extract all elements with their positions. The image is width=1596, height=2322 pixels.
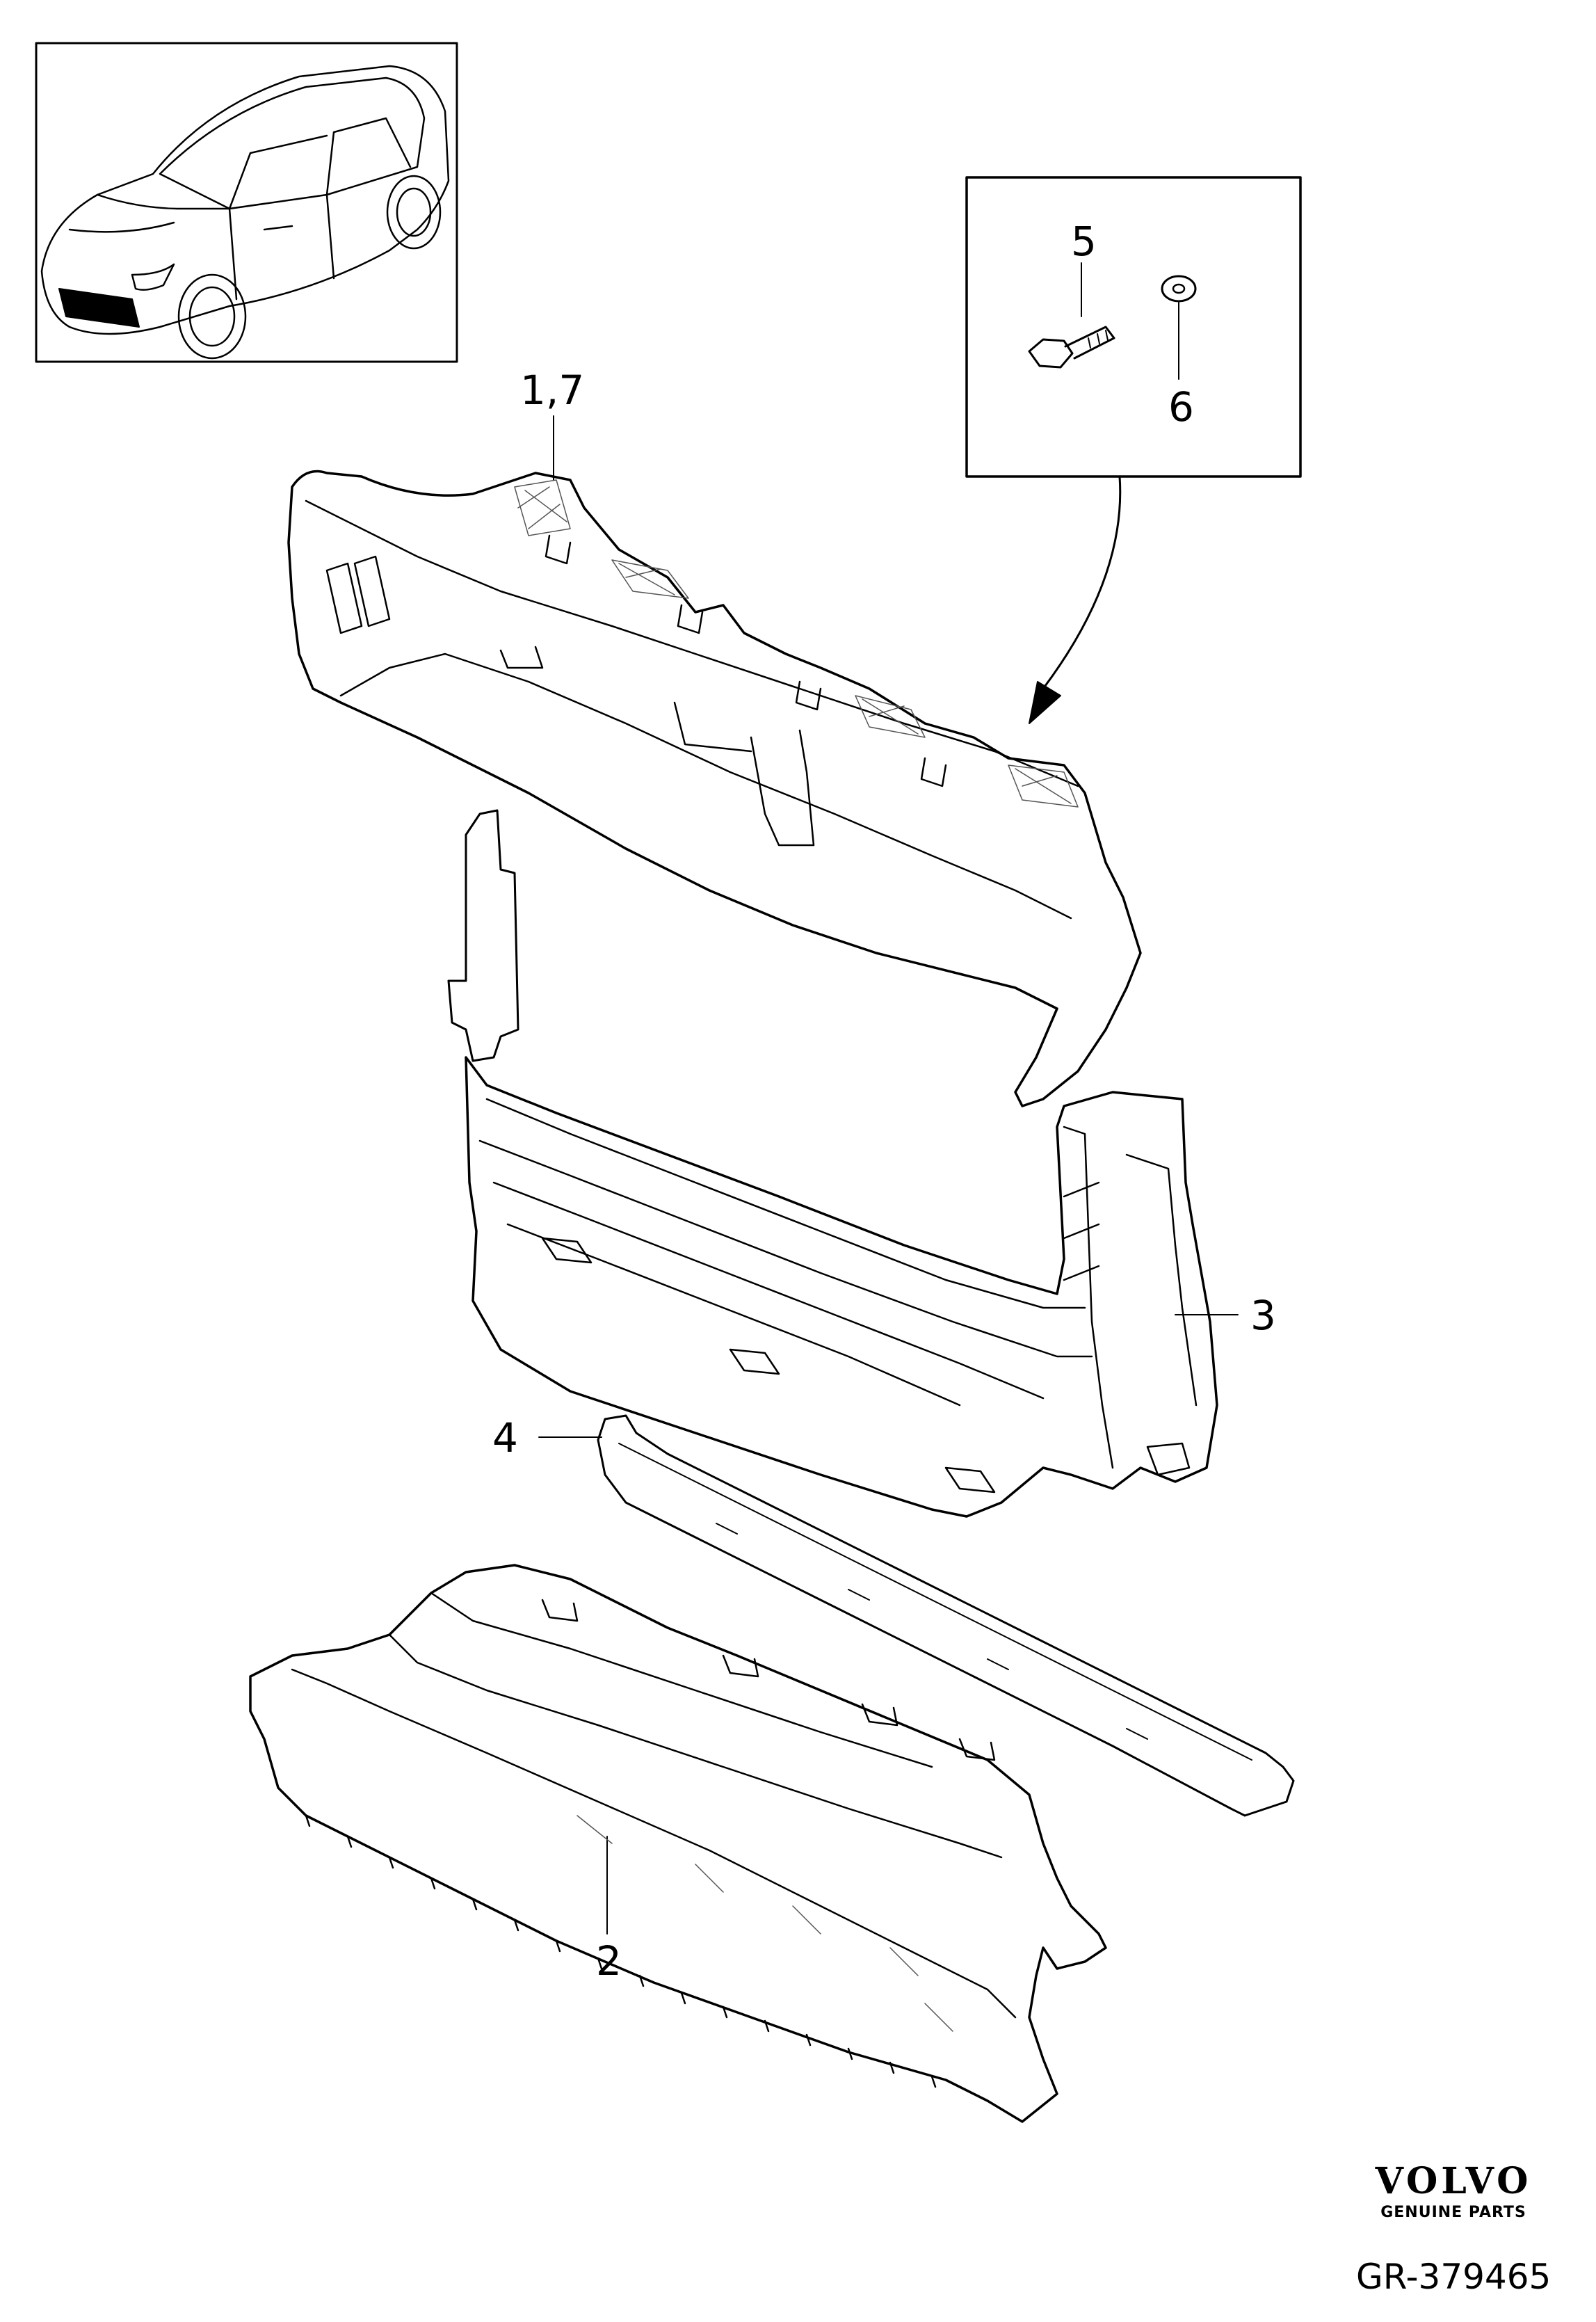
radiator-support-frame bbox=[447, 809, 1239, 1518]
seal-strip bbox=[538, 1414, 1295, 1817]
vehicle-thumbnail bbox=[35, 42, 458, 363]
callout-part-2: 2 bbox=[596, 1937, 622, 1985]
fastener-detail-box bbox=[965, 176, 1302, 478]
bolt-icon bbox=[1028, 262, 1115, 369]
callout-part-5: 5 bbox=[1071, 218, 1097, 265]
brand-logo: VOLVO GENUINE PARTS bbox=[1314, 2160, 1593, 2222]
callout-part-6: 6 bbox=[1168, 383, 1194, 431]
brand-tagline: GENUINE PARTS bbox=[1380, 2204, 1526, 2221]
upper-air-guide bbox=[287, 415, 1142, 1107]
illustration-reference: GR-379465 bbox=[1356, 2257, 1551, 2297]
callout-part-4: 4 bbox=[492, 1414, 518, 1462]
callout-part-3: 3 bbox=[1250, 1292, 1276, 1339]
brand-name: VOLVO bbox=[1375, 2160, 1532, 2202]
washer-icon bbox=[1161, 275, 1197, 380]
callout-part-1-7: 1,7 bbox=[520, 367, 585, 414]
assembly-arrow bbox=[1029, 475, 1122, 724]
lower-air-guide bbox=[249, 1564, 1107, 2123]
